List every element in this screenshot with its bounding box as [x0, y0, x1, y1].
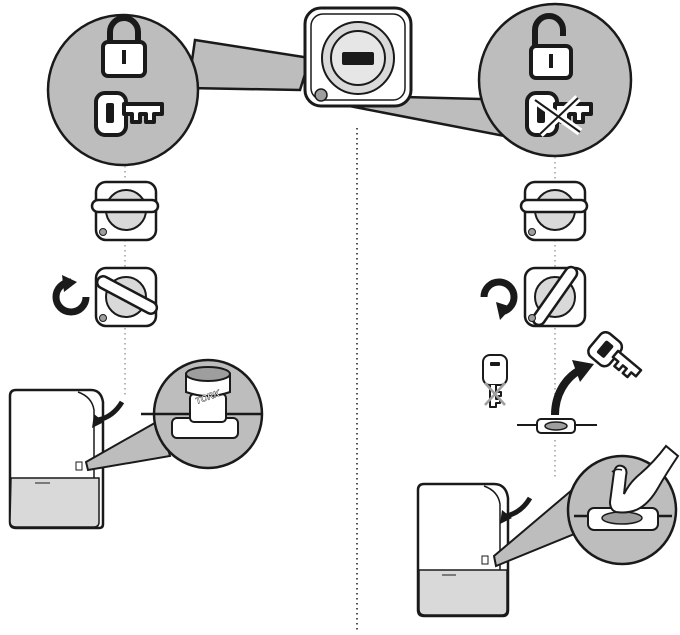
keyhole-base-small: [517, 418, 597, 434]
left-dispenser: [8, 388, 105, 530]
connector-lines: [124, 157, 556, 478]
close-lid-arrow-icon: [92, 400, 125, 428]
rotate-counterclockwise-icon: [480, 278, 518, 320]
left-lock-step-1: [90, 180, 160, 242]
left-zoom-circle: [46, 13, 200, 167]
lift-arrow-icon: [551, 360, 594, 416]
key-icon: [94, 91, 164, 137]
right-lock-step-1: [519, 180, 589, 242]
rotate-clockwise-icon: [52, 275, 90, 316]
padlock-open-icon: [529, 13, 573, 80]
left-lock-step-2: [94, 266, 159, 328]
right-close-lid-arrow-icon: [500, 496, 533, 524]
key-lifted-icon: [587, 330, 643, 379]
key-crossed-out-icon: [525, 91, 593, 137]
left-lock-detail-circle: TORK: [141, 358, 264, 470]
lock-unit-top: [303, 6, 413, 108]
indicator-dot: [314, 88, 328, 102]
right-zoom-circle: [477, 2, 633, 158]
pointing-finger-icon: [608, 444, 680, 514]
key-crossed-out-small-icon: [482, 354, 508, 408]
keyhole-slot: [342, 52, 374, 65]
padlock-closed-icon: [101, 15, 147, 78]
right-dispenser: [416, 482, 510, 618]
right-lock-step-2: [523, 265, 587, 328]
left-magnifier-beam: [84, 418, 172, 472]
